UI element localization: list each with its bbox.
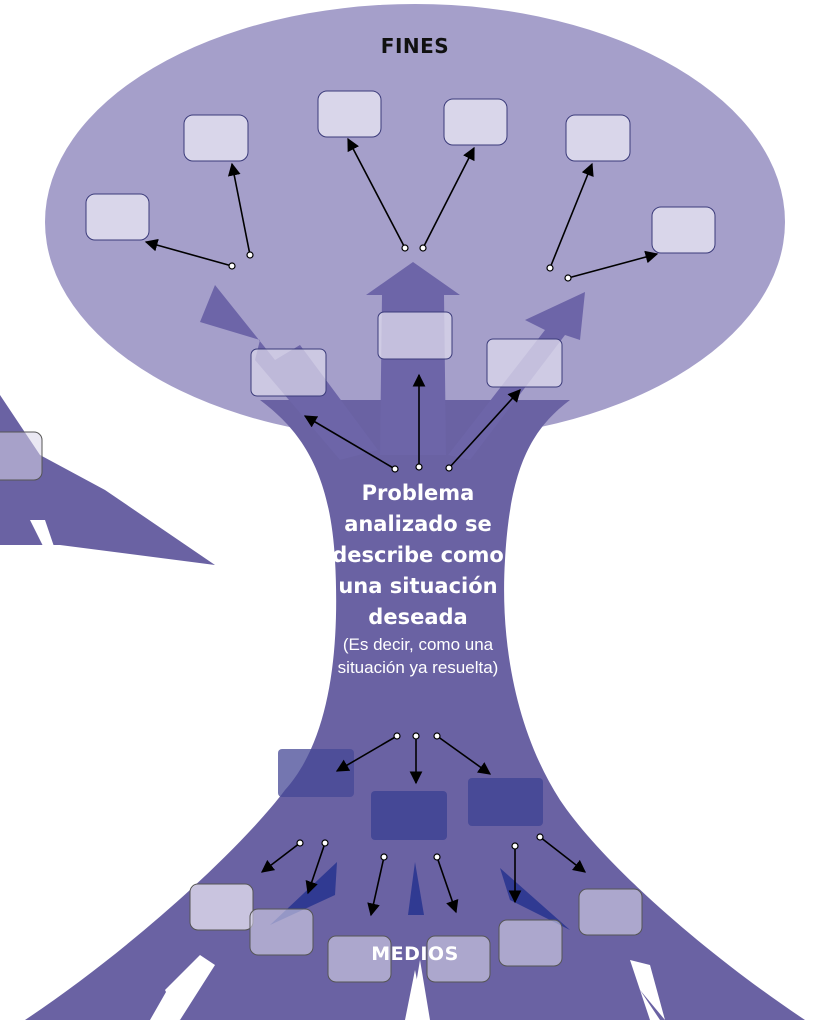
center-title: Problema analizado se describe como una … [332, 481, 504, 629]
fines-boxes [85, 90, 716, 254]
fines-connectors [144, 137, 659, 470]
fines-label: FINES [380, 34, 450, 58]
medio-box-2 [249, 908, 314, 956]
medio-box-4 [426, 935, 491, 983]
medio-box-3 [327, 935, 392, 983]
branch-box-1 [250, 348, 327, 397]
left-tree-fragment [0, 395, 215, 570]
medio-box-1 [189, 883, 254, 931]
medios-connectors [260, 735, 587, 917]
branch-box-3 [486, 338, 563, 388]
medio-box-5 [498, 919, 563, 967]
connector-dots-top [228, 244, 572, 473]
medios-light-boxes [189, 883, 643, 983]
branch-box-2 [377, 311, 453, 360]
fin-box-2 [183, 114, 249, 162]
trunk [25, 400, 805, 1020]
dark-box-1 [278, 749, 354, 797]
fin-box-5 [565, 114, 631, 162]
branch-boxes [250, 311, 563, 397]
fin-box-3 [317, 90, 382, 138]
medios-dark-boxes [278, 749, 543, 840]
dark-box-3 [468, 778, 543, 826]
fin-box-4 [443, 98, 508, 146]
fin-box-6 [651, 206, 716, 254]
center-problem-text: Problema analizado se describe como una … [318, 478, 518, 679]
center-subtitle: (Es decir, como una situación ya resuelt… [337, 635, 499, 677]
dark-box-2 [371, 791, 447, 840]
medio-box-6 [578, 888, 643, 936]
fin-box-1 [85, 193, 150, 241]
connector-dots-bottom [296, 732, 544, 861]
medios-label: MEDIOS [371, 943, 459, 965]
